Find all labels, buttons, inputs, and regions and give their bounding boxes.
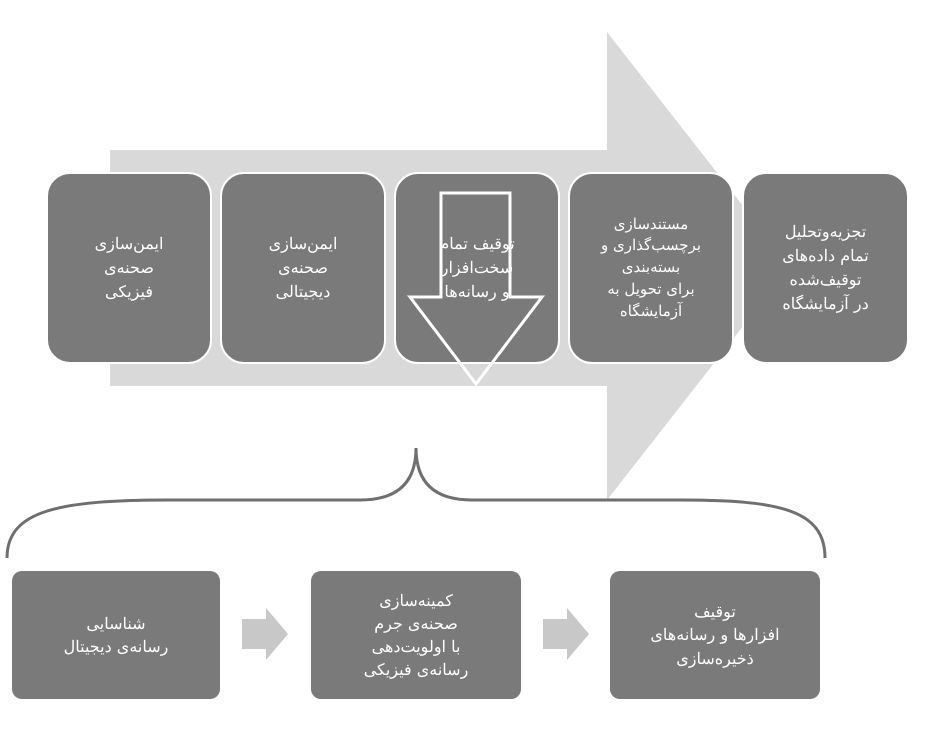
step-secure-digital-scene: ایمن‌سازی صحنه‌ی دیجیتالی — [220, 172, 386, 364]
sub-step-seize-storage-label: توقیف افزارها و رسانه‌های ذخیره‌سازی — [650, 602, 780, 668]
step-seize-hardware-label: توقیف تمام سخت‌افزار و رسانه‌ها — [439, 234, 515, 301]
step-secure-digital-scene-label: ایمن‌سازی صحنه‌ی دیجیتالی — [268, 234, 338, 301]
step-document-label-package-label: مستندسازی برچسب‌گذاری و بسته‌بندی برای ت… — [601, 214, 702, 320]
sub-step-minimize-crime-scene: کمینه‌سازی صحنه‌ی جرم با اولویت‌دهی رسان… — [311, 571, 521, 699]
step-secure-physical-scene: ایمن‌سازی صحنه‌ی فیزیکی — [46, 172, 212, 364]
sub-step-identify-digital-media: شناسایی رسانه‌ی دیجیتال — [12, 571, 220, 699]
step-seize-hardware: توقیف تمام سخت‌افزار و رسانه‌ها — [394, 172, 560, 364]
step-analyze-in-lab: تجزیه‌وتحلیل تمام داده‌های توقیف‌شده در … — [742, 172, 909, 364]
step-document-label-package: مستندسازی برچسب‌گذاری و بسته‌بندی برای ت… — [568, 172, 734, 364]
sub-step-identify-digital-media-label: شناسایی رسانه‌ی دیجیتال — [63, 613, 169, 656]
sub-step-minimize-crime-scene-label: کمینه‌سازی صحنه‌ی جرم با اولویت‌دهی رسان… — [363, 590, 469, 680]
step-analyze-in-lab-label: تجزیه‌وتحلیل تمام داده‌های توقیف‌شده در … — [782, 222, 869, 313]
step-secure-physical-scene-label: ایمن‌سازی صحنه‌ی فیزیکی — [94, 234, 164, 301]
sub-step-seize-storage: توقیف افزارها و رسانه‌های ذخیره‌سازی — [610, 571, 820, 699]
